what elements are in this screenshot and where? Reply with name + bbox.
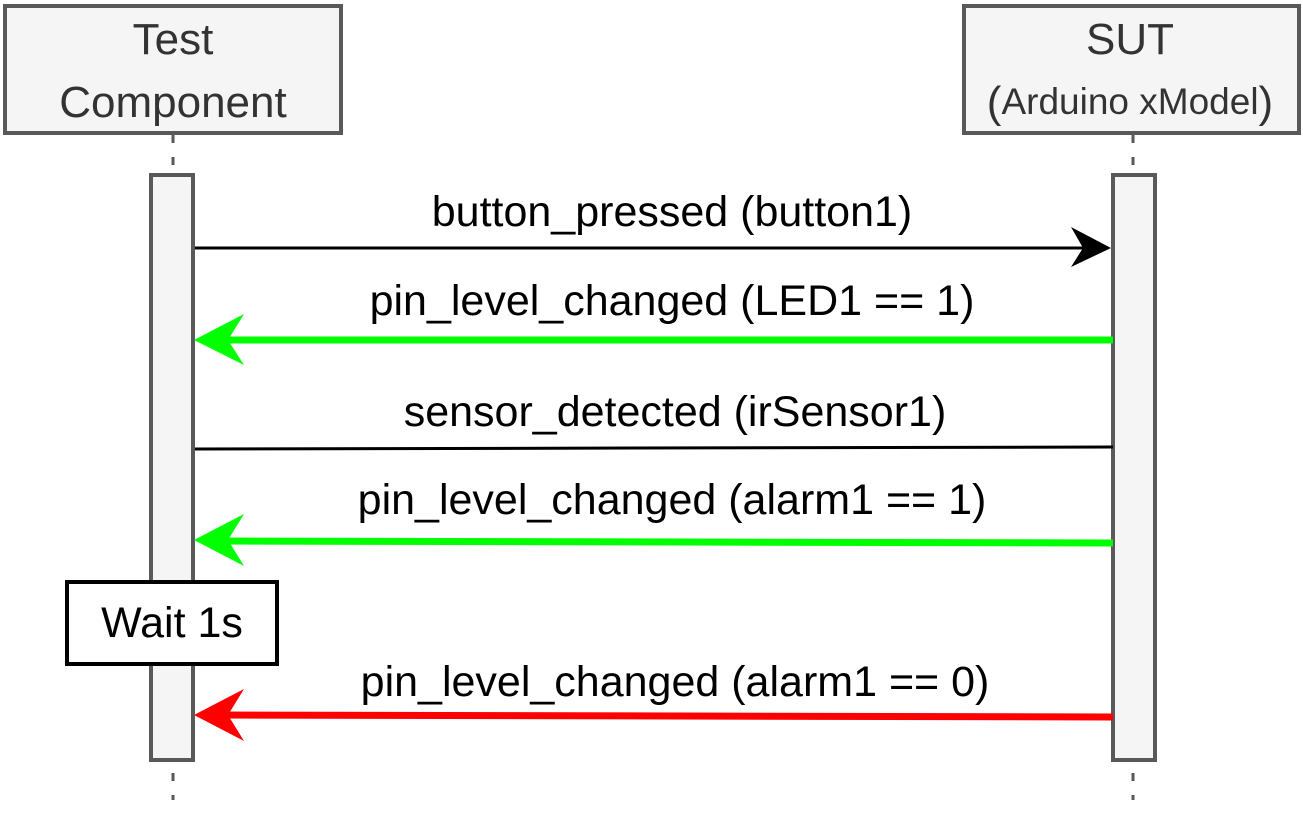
participant-sut[interactable]: SUT (Arduino xModel) [962,4,1301,135]
message-arrow-line [194,445,1114,451]
activation-bar-test-component [149,173,195,762]
message-label: pin_level_changed (LED1 == 1) [370,277,975,325]
arrow-head-left-icon [194,514,244,566]
participant-test-component-line1: Test [133,15,214,64]
participant-test-component[interactable]: Test Component [3,4,343,135]
message-sensor-detected[interactable]: sensor_detected (irSensor1) [194,388,1114,451]
message-label: sensor_detected (irSensor1) [404,388,947,436]
message-arrow-line [221,537,1114,547]
message-pin-level-changed-alarm1-on[interactable]: pin_level_changed (alarm1 == 1) [194,476,1114,566]
participant-sut-paren-close: ) [1259,78,1274,127]
message-pin-level-changed-alarm1-off[interactable]: pin_level_changed (alarm1 == 0) [194,658,1114,741]
participant-sut-paren-open: ( [987,78,1002,127]
arrow-head-left-icon [194,689,244,741]
participant-sut-line1: SUT [1086,15,1174,64]
message-label: pin_level_changed (alarm1 == 1) [358,476,987,524]
message-label: pin_level_changed (alarm1 == 0) [361,658,990,706]
note-wait: Wait 1s [65,580,279,666]
participant-sut-line2-text: Arduino xModel [1001,81,1258,122]
participant-test-component-line2: Component [59,78,286,127]
message-button-pressed[interactable]: button_pressed (button1) [195,188,1111,267]
activation-bar-sut [1111,173,1157,762]
arrow-head-right-icon [1071,227,1111,267]
message-pin-level-changed-led1[interactable]: pin_level_changed (LED1 == 1) [194,277,1113,365]
note-label: Wait 1s [101,599,243,647]
arrow-head-left-icon [194,314,244,365]
message-label: button_pressed (button1) [432,188,913,236]
participant-sut-line2: (Arduino xModel) [987,78,1273,127]
message-arrow-line [221,711,1114,721]
